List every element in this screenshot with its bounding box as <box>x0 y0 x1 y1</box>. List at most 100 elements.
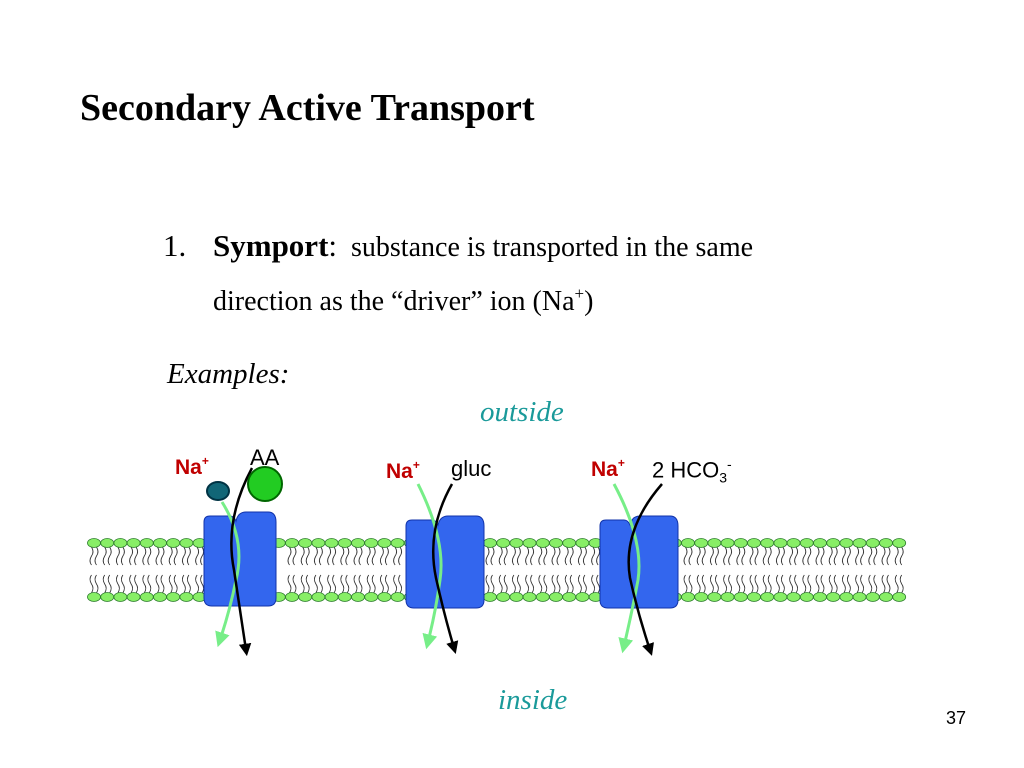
definition-text-2: direction as the “driver” ion (Na <box>213 286 575 317</box>
lipid-tail <box>340 574 345 594</box>
lipid-head <box>139 538 154 548</box>
lipid-tail <box>332 574 337 594</box>
examples-label: Examples: <box>167 358 290 390</box>
lipid-tail <box>701 574 706 594</box>
lipid-tail <box>195 546 200 566</box>
lipid-tail <box>815 546 820 566</box>
lipid-tail <box>741 546 746 566</box>
lipid-head <box>390 592 405 602</box>
lipid-tail <box>736 546 741 566</box>
substrate-pathway-arrow <box>230 467 254 657</box>
lipid-tail <box>899 546 904 566</box>
lipid-head <box>562 592 577 602</box>
lipid-tail <box>371 546 376 566</box>
lipid-tail <box>749 574 754 594</box>
lipid-tail <box>155 574 160 594</box>
lipid-head <box>747 592 761 602</box>
lipid-tail <box>591 574 596 594</box>
transporter-gluc <box>405 483 485 654</box>
lipid-tail <box>714 546 719 566</box>
lipid-tail <box>596 574 601 594</box>
lipid-tail <box>287 574 292 594</box>
lipid-tail <box>683 546 688 566</box>
lipid-tail <box>683 574 688 594</box>
lipid-head <box>337 538 352 548</box>
lipid-tail <box>855 546 860 566</box>
lipid-head <box>575 592 590 602</box>
lipid-tail <box>775 574 780 594</box>
lipid-head <box>813 538 827 548</box>
lipid-head <box>87 592 101 602</box>
lipid-tail <box>762 574 767 594</box>
lipid-tail <box>530 546 535 566</box>
glucose-label: gluc <box>451 456 492 481</box>
lipid-tail <box>741 574 746 594</box>
page-number: 37 <box>945 708 966 728</box>
lipid-tail <box>807 546 812 566</box>
lipid-tail <box>327 546 332 566</box>
lipid-head <box>298 592 313 602</box>
lipid-tail <box>688 574 693 594</box>
na-pathway-arrow <box>612 483 641 654</box>
lipid-tail <box>503 546 508 566</box>
lipid-head <box>865 592 880 602</box>
lipid-tail <box>384 546 389 566</box>
lipid-tail <box>485 546 490 566</box>
lipid-tail <box>200 546 205 566</box>
lipid-head <box>826 538 841 548</box>
lipid-tail <box>577 574 582 594</box>
lipid-head <box>720 592 735 602</box>
lipid-tail <box>129 546 134 566</box>
lipid-tail <box>173 546 178 566</box>
lipid-head <box>826 592 841 602</box>
lipid-tail <box>894 574 899 594</box>
lipid-tail <box>516 546 521 566</box>
term-colon: : <box>328 228 338 263</box>
lipid-tail <box>366 546 371 566</box>
inside-label: inside <box>498 684 568 716</box>
lipid-head <box>852 592 867 602</box>
lipid-head <box>720 538 735 548</box>
lipid-head <box>865 538 880 548</box>
lipid-tail <box>564 574 569 594</box>
lipid-tail <box>340 546 345 566</box>
lipid-tail <box>749 546 754 566</box>
lipid-tail <box>345 574 350 594</box>
lipid-tail <box>789 574 794 594</box>
lipid-tail <box>511 574 516 594</box>
lipid-tail <box>551 574 556 594</box>
lipid-tail <box>353 546 358 566</box>
lipid-tail <box>525 574 530 594</box>
lipid-tail <box>134 574 139 594</box>
lipid-tail <box>815 574 820 594</box>
lipid-tail <box>102 574 107 594</box>
lipid-head <box>285 538 299 548</box>
lipid-head <box>390 538 405 548</box>
lipid-tail <box>107 574 112 594</box>
substrate-pathway-arrow <box>627 483 663 656</box>
lipid-tail <box>120 574 125 594</box>
lipid-head <box>773 592 788 602</box>
lipid-tail <box>855 574 860 594</box>
lipid-head <box>509 592 524 602</box>
lipid-tail <box>543 574 548 594</box>
lipid-tail <box>181 546 186 566</box>
lipid-tail <box>142 574 147 594</box>
lipid-head <box>351 538 365 548</box>
lipid-head <box>549 538 563 548</box>
lipid-tail <box>516 574 521 594</box>
lipid-tail <box>393 574 398 594</box>
lipid-tail <box>780 546 785 566</box>
lipid-head <box>535 538 550 548</box>
lipid-head <box>483 538 497 548</box>
amino-acid-molecule <box>247 466 283 502</box>
lipid-tail <box>498 574 503 594</box>
lipid-tail <box>503 574 508 594</box>
lipid-head <box>364 592 379 602</box>
lipid-tail <box>94 574 99 594</box>
lipid-head <box>681 592 695 602</box>
transporter-aa <box>203 466 283 657</box>
lipid-tail <box>833 574 838 594</box>
lipid-tail <box>807 574 812 594</box>
lipid-head <box>799 538 814 548</box>
